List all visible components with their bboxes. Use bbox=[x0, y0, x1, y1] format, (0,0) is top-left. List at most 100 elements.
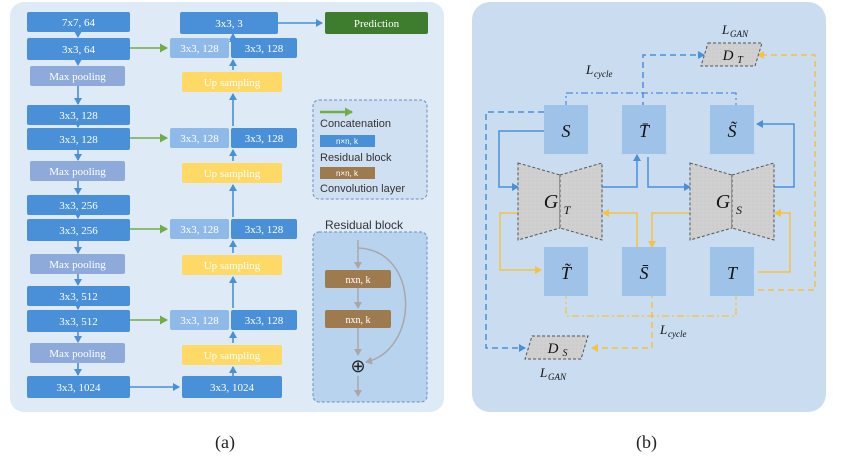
conv-legend-box-text: n×n, k bbox=[336, 169, 359, 178]
node-s-tilde: S̃ bbox=[710, 105, 754, 154]
node-tbar-box bbox=[622, 105, 666, 154]
node-stilde-box bbox=[710, 105, 754, 154]
bottom-decoder-block-label: 3x3, 1024 bbox=[210, 382, 255, 394]
skip-concat-block-label: 3x3, 128 bbox=[180, 315, 219, 327]
dt-label: D bbox=[722, 48, 734, 64]
bottom-decoder-block bbox=[182, 376, 282, 398]
gan-bottom-subscript: GAN bbox=[548, 372, 567, 382]
encoder-block bbox=[27, 12, 130, 32]
cycle-bottom-label: L bbox=[659, 322, 667, 337]
skip-concat-block-label: 3x3, 128 bbox=[180, 133, 219, 145]
legend: Concatenation n×n, k Residual block n×n,… bbox=[312, 99, 428, 200]
gs-label: G bbox=[716, 191, 731, 213]
node-stilde-label: S̃ bbox=[728, 121, 738, 141]
panel-b-background bbox=[472, 2, 826, 412]
arrow-tbar-to-gs bbox=[647, 157, 691, 191]
ds-shape bbox=[524, 335, 589, 360]
encoder-block bbox=[27, 38, 130, 60]
gt-label: G bbox=[544, 191, 559, 213]
unet-architecture: 7x7, 64 3x3, 64 Max pooling 3x3, 128 3x3, 12… bbox=[27, 12, 428, 398]
gs-subscript: S bbox=[736, 203, 742, 217]
up-sampling-block-label: Up sampling bbox=[204, 260, 261, 272]
discriminator-ds: D S bbox=[524, 335, 589, 360]
dt-subscript: T bbox=[737, 55, 744, 66]
encoder-block bbox=[27, 310, 130, 332]
arrow-gt-to-tbar bbox=[601, 154, 641, 188]
concat-legend-label: Concatenation bbox=[320, 118, 391, 130]
res-legend-label: Residual block bbox=[320, 152, 392, 164]
resblock-layer2 bbox=[325, 310, 391, 328]
conv-legend-swatch bbox=[320, 167, 375, 179]
node-s: S bbox=[544, 105, 588, 154]
up-sampling-block-label: Up sampling bbox=[204, 168, 261, 180]
node-t-tilde: T̃ bbox=[544, 247, 588, 296]
caption-b: (b) bbox=[636, 432, 657, 452]
decoder-conv-block bbox=[231, 310, 297, 330]
encoder-block-label: 3x3, 64 bbox=[62, 44, 96, 56]
encoder-block-label: 3x3, 512 bbox=[59, 316, 98, 328]
encoder-block bbox=[27, 195, 130, 215]
skip-concat-block-label: 3x3, 128 bbox=[180, 224, 219, 236]
up-sampling-block bbox=[182, 163, 282, 183]
up-sampling-block bbox=[182, 345, 282, 365]
encoder-block-label: 3x3, 512 bbox=[59, 291, 98, 303]
max-pooling-block-label: Max pooling bbox=[49, 348, 106, 360]
decoder-conv-block-label: 3x3, 128 bbox=[245, 315, 284, 327]
res-legend-swatch bbox=[320, 135, 375, 147]
loss-labels: L GAN L cycle L cycle L GAN bbox=[539, 22, 749, 382]
encoder-block bbox=[27, 219, 130, 241]
gan-top-subscript: GAN bbox=[730, 29, 749, 39]
decoder-conv-block bbox=[231, 128, 297, 148]
decoder-conv-block-label: 3x3, 128 bbox=[245, 224, 284, 236]
resblock-sum-icon: ⊕ bbox=[350, 356, 365, 377]
arrow-t-to-gs bbox=[758, 209, 791, 273]
arrow-s-to-gt bbox=[498, 130, 544, 191]
gs-decoder-shape bbox=[731, 162, 775, 241]
encoder-block-label: 3x3, 256 bbox=[59, 225, 98, 237]
encoder-block bbox=[27, 376, 130, 398]
dt-shape bbox=[700, 42, 763, 67]
skip-concat-block bbox=[170, 219, 229, 239]
gan-bottom-label: L bbox=[539, 365, 547, 380]
node-sbar-label: S̄ bbox=[640, 263, 649, 283]
skip-concat-block bbox=[170, 38, 229, 58]
resblock-layer2-label: nxn, k bbox=[346, 315, 371, 326]
decoder-conv-block bbox=[231, 219, 297, 239]
generator-gs: G S bbox=[689, 162, 775, 241]
node-s-bar: S̄ bbox=[622, 247, 666, 296]
encoder-block-label: 3x3, 256 bbox=[59, 200, 98, 212]
max-pooling-block-label: Max pooling bbox=[49, 166, 106, 178]
res-legend-box-text: n×n, k bbox=[336, 137, 359, 146]
encoder-block-label: 7x7, 64 bbox=[62, 17, 96, 29]
skip-concat-block bbox=[170, 310, 229, 330]
cycle-top-label: L bbox=[585, 62, 593, 77]
ds-label: D bbox=[547, 341, 559, 357]
conv-legend-label: Convolution layer bbox=[320, 183, 405, 195]
node-tbar-label: T̄ bbox=[639, 121, 651, 141]
up-sampling-block bbox=[182, 255, 282, 275]
arrow-sbar-to-gt bbox=[602, 209, 638, 248]
resblock-layer1-label: nxn, k bbox=[346, 275, 371, 286]
arrow-s-to-ds bbox=[485, 111, 544, 352]
cyclegan-connections bbox=[485, 51, 816, 352]
cycle-loss-top bbox=[565, 92, 737, 108]
prediction-block-label: Prediction bbox=[354, 18, 400, 30]
gt-decoder-shape bbox=[559, 162, 603, 241]
max-pooling-block bbox=[30, 254, 125, 274]
cycle-loss-bottom bbox=[565, 292, 737, 317]
residual-block-detail: Residual block nxn, k nxn, k ⊕ bbox=[312, 218, 428, 403]
resblock-skip-connection bbox=[357, 247, 407, 365]
node-t-bar: T̄ bbox=[622, 105, 666, 154]
cycle-bottom-subscript: cycle bbox=[668, 329, 686, 339]
decoder-top-block-label: 3x3, 3 bbox=[215, 18, 243, 30]
encoder-block-label: 3x3, 128 bbox=[59, 110, 98, 122]
generator-gt: G T bbox=[517, 162, 603, 241]
max-pooling-block-label: Max pooling bbox=[49, 71, 106, 83]
gan-top-label: L bbox=[721, 22, 729, 37]
encoder-block-label: 3x3, 1024 bbox=[57, 382, 102, 394]
up-sampling-block bbox=[182, 72, 282, 92]
cycle-top-subscript: cycle bbox=[594, 69, 612, 79]
skip-concat-block bbox=[170, 128, 229, 148]
encoder-block bbox=[27, 286, 130, 306]
